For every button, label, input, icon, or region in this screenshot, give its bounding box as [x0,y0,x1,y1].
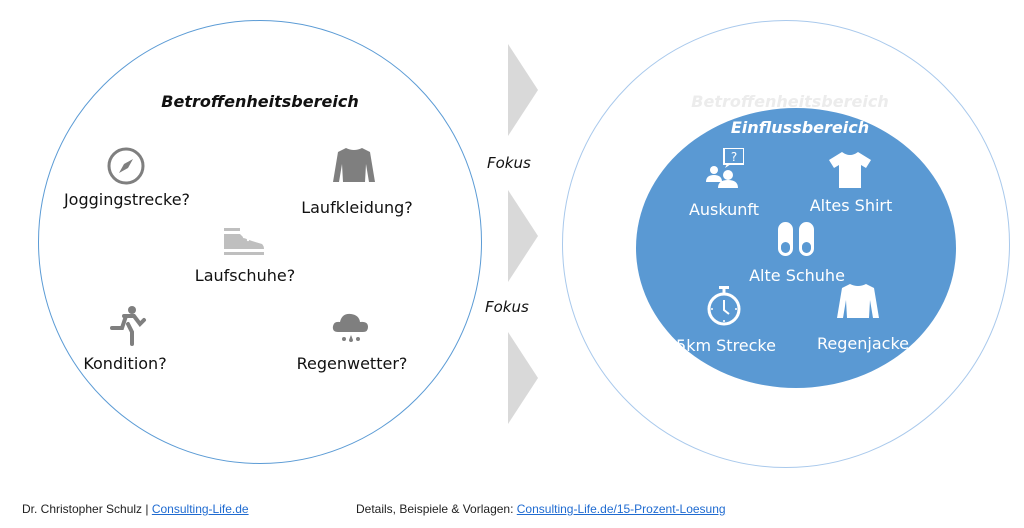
people-question-icon: ? [704,148,744,188]
item-label-regenjacke: Regenjacke [817,334,909,353]
item-label-laufschuhe: Laufschuhe? [194,266,296,285]
jacket-icon [836,282,880,322]
footer-details: Details, Beispiele & Vorlagen: Consultin… [356,502,726,516]
arrow-shape [508,190,538,282]
author-link[interactable]: Consulting-Life.de [151,502,249,516]
faded-concern-title: Betroffenheitsbereich [691,92,889,111]
item-label-auskunft: Auskunft [688,200,760,219]
details-text: Details, Beispiele & Vorlagen: [356,502,517,516]
concern-circle [38,20,482,464]
item-label-joggingstrecke: Joggingstrecke? [63,190,191,209]
svg-text:?: ? [731,150,737,164]
item-label-regenwetter: Regenwetter? [296,354,408,373]
item-label-laufkleidung: Laufkleidung? [301,198,413,217]
rain-cloud-icon [332,310,370,346]
details-link[interactable]: Consulting-Life.de/15-Prozent-Loesung [516,502,726,516]
tshirt-icon [828,150,872,190]
stopwatch-icon [706,286,742,326]
influence-circle [636,108,956,388]
sneaker-icon [222,228,266,256]
concern-circle-title: Betroffenheitsbereich [161,92,359,111]
fokus-label: Fokus [485,298,529,316]
item-label-altes-shirt: Altes Shirt [809,196,893,215]
arrow-shape [508,332,538,424]
influence-circle-title: Einflussbereich [730,118,870,137]
sweater-icon [332,146,376,186]
item-label-kondition: Kondition? [83,354,167,373]
compass-icon [106,146,146,186]
arrow-shape [508,44,538,136]
concern-circle-faded [562,20,1010,468]
runner-icon [104,304,148,348]
footer-author: Dr. Christopher Schulz | Consulting-Life… [22,502,249,516]
item-label-5km-strecke: 5km Strecke [676,336,776,355]
fokus-label: Fokus [487,154,531,172]
item-label-alte-schuhe: Alte Schuhe [749,266,845,285]
author-text: Dr. Christopher Schulz | [22,502,152,516]
slippers-icon [776,220,816,260]
